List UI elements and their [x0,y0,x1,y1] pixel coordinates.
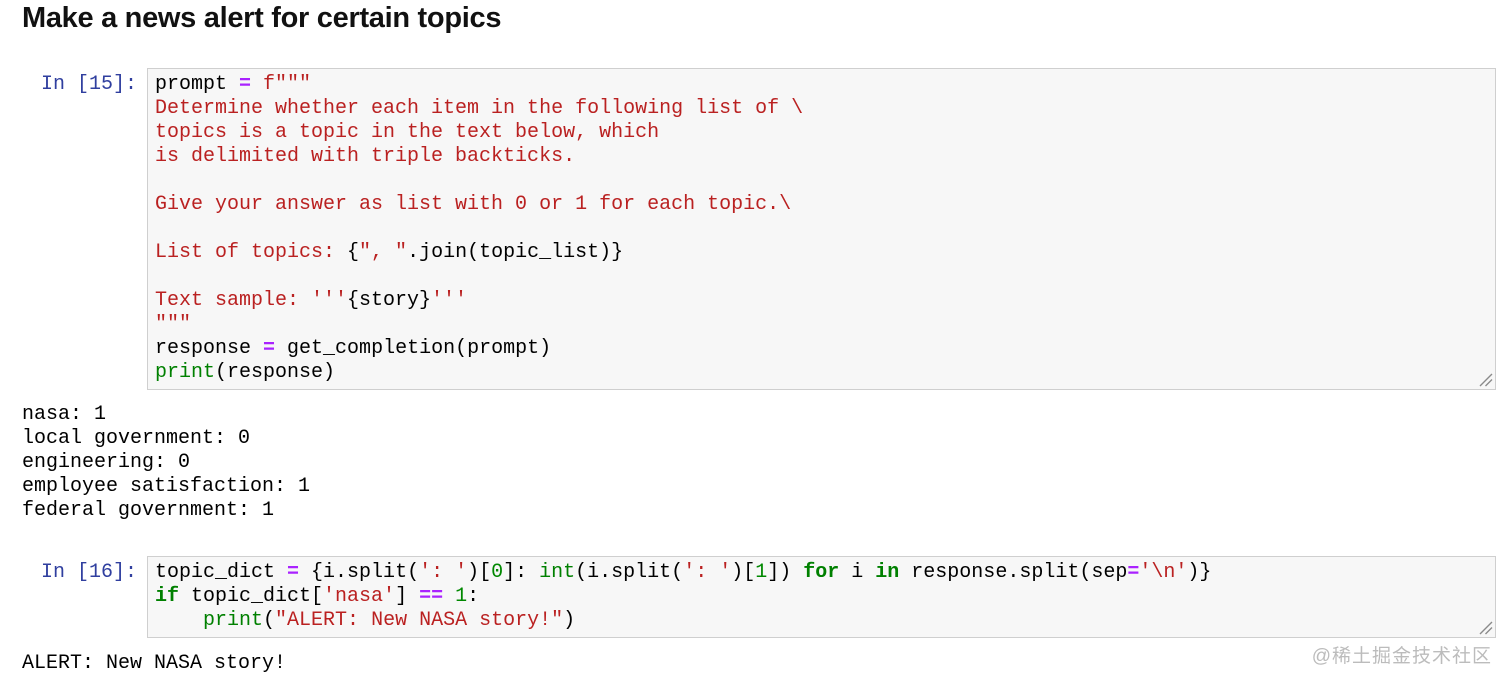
code-line: is delimited with triple backticks. [155,145,576,168]
code-line: """ [155,313,192,336]
cell-output-text: nasa: 1 local government: 0 engineering:… [22,403,311,522]
watermark: @稀土掘金技术社区 [1311,646,1492,667]
code-line: Give your answer as list with 0 or 1 for… [155,193,792,216]
code-content[interactable]: topic_dict = {i.split(': ')[0]: int(i.sp… [155,561,1487,633]
code-line: List of topics: {", ".join(topic_list)} [155,241,624,264]
code-line [155,169,1487,193]
code-line [155,217,1487,241]
code-content[interactable]: prompt = f"""Determine whether each item… [155,73,1487,385]
page-title: Make a news alert for certain topics [22,2,502,34]
code-line: if topic_dict['nasa'] == 1: [155,585,480,608]
code-cell-input[interactable]: prompt = f"""Determine whether each item… [147,68,1496,390]
resize-handle-icon[interactable] [1479,373,1493,387]
code-line: topic_dict = {i.split(': ')[0]: int(i.sp… [155,561,1212,584]
code-line: Determine whether each item in the follo… [155,97,804,120]
cell-prompt-label: In [16]: [40,561,137,584]
code-line: prompt = f""" [155,73,312,96]
code-line: print("ALERT: New NASA story!") [203,609,576,632]
cell-output-text: ALERT: New NASA story! [22,652,287,675]
cell-prompt-label: In [15]: [40,73,137,96]
code-cell-input[interactable]: topic_dict = {i.split(': ')[0]: int(i.sp… [147,556,1496,638]
code-line: topics is a topic in the text below, whi… [155,121,660,144]
code-line [155,265,1487,289]
resize-handle-icon[interactable] [1479,621,1493,635]
code-line: Text sample: '''{story}''' [155,289,468,312]
code-line: print(response) [155,361,336,384]
code-line: response = get_completion(prompt) [155,337,552,360]
